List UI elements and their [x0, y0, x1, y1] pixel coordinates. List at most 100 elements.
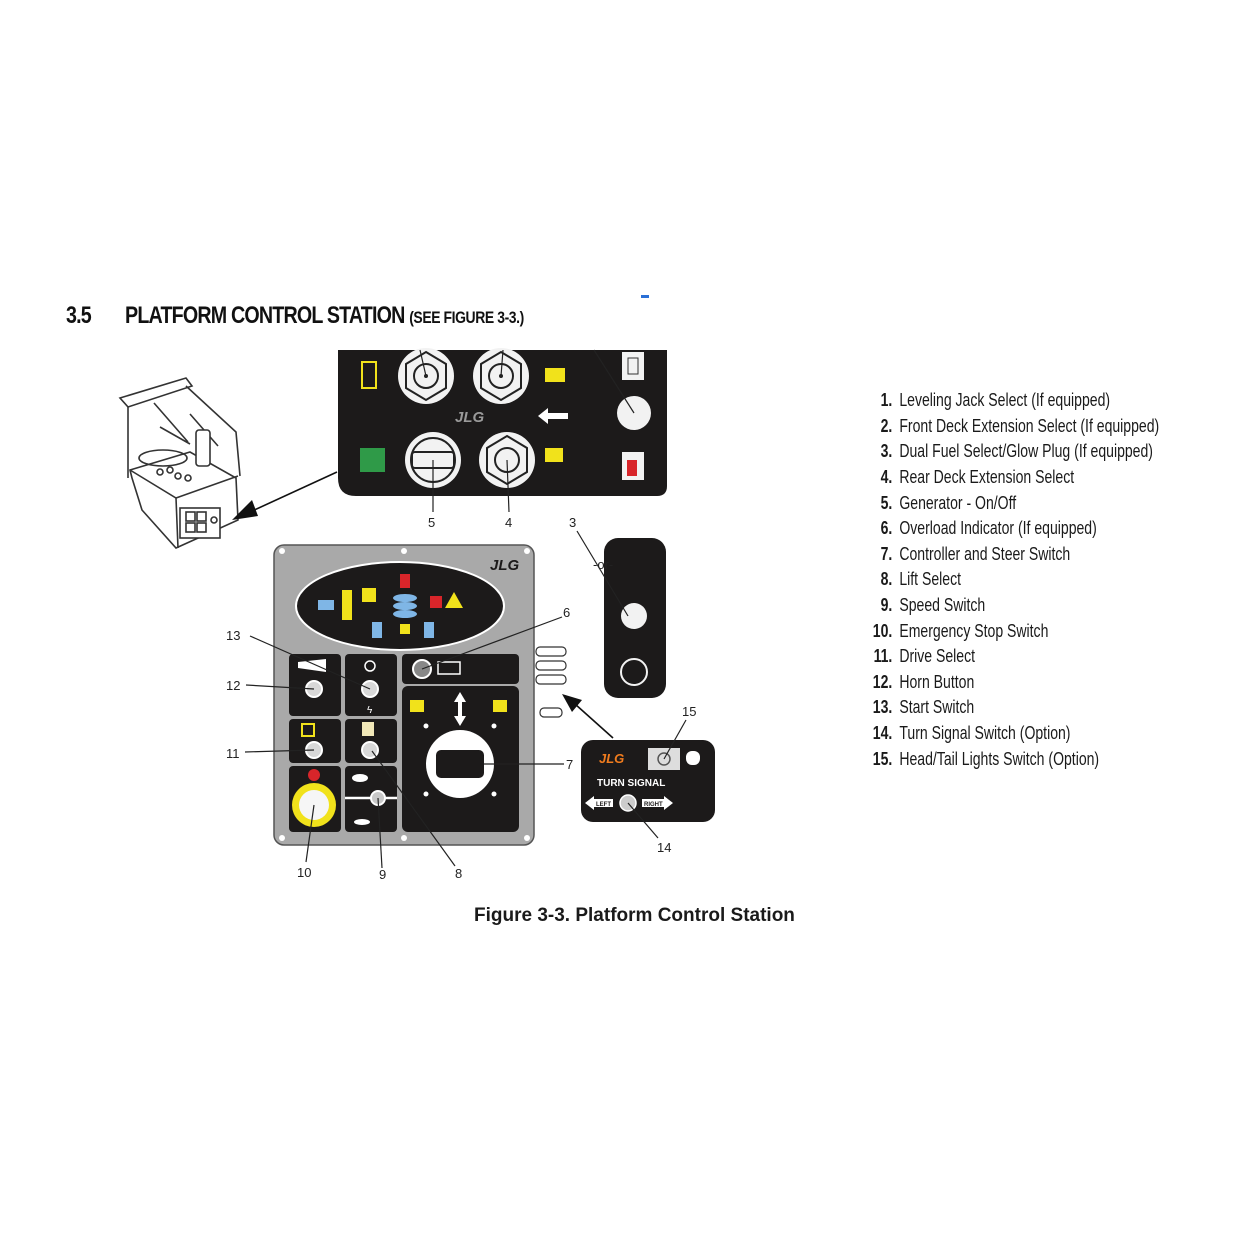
controller-cell [402, 686, 519, 832]
legend-item-number: 2. [880, 415, 893, 436]
callout-7: 7 [566, 757, 573, 772]
turtle-icon [354, 819, 370, 825]
start-switch-cell: ϟ [345, 654, 397, 716]
fuel-pump-icon [627, 460, 637, 476]
double-arrow-icon [538, 408, 568, 424]
steer-left-icon [410, 700, 424, 712]
legend-item-label: Lift Select [899, 569, 961, 590]
side-switches [535, 646, 567, 718]
legend-item-label: Rear Deck Extension Select [899, 467, 1075, 488]
legend-item-label: Controller and Steer Switch [899, 543, 1071, 564]
section-number: 3.5 [66, 302, 92, 329]
jlg-logo: JLG [455, 409, 485, 426]
horn-button-cell [289, 654, 341, 716]
callout-11: 11 [226, 746, 240, 761]
legend-item: 13. Start Switch [858, 695, 1159, 721]
lift-select-cell [345, 719, 397, 763]
legend-item: 12. Horn Button [858, 670, 1159, 696]
glow-plug-switch[interactable] [621, 603, 647, 629]
up-down-arrow-icon [454, 692, 466, 726]
left-label: LEFT [596, 802, 611, 808]
legend-item-number: 7. [880, 543, 893, 564]
callout-numbers: 3 4 5 6 7 8 9 10 11 12 13 14 15 [226, 515, 696, 882]
steer-right-icon [493, 700, 507, 712]
lift-icon [362, 722, 374, 736]
legend-item: 11. Drive Select [858, 644, 1159, 670]
legend-item: 15.Head/Tail Lights Switch (Option) [858, 746, 1159, 772]
legend-item-number: 13. [872, 697, 893, 718]
legend-item: 10. Emergency Stop Switch [858, 618, 1159, 644]
callout-4: 4 [505, 515, 512, 530]
legend-item: 5. Generator - On/Off [858, 490, 1159, 516]
platform-load-icon [437, 661, 461, 675]
legend-item: 9.Speed Switch [858, 593, 1159, 619]
legend-item-label: Dual Fuel Select/Glow Plug (If equipped) [899, 441, 1153, 462]
figure-caption: Figure 3-3. Platform Control Station [474, 905, 795, 926]
legend-item-label: Leveling Jack Select (If equipped) [899, 390, 1111, 411]
legend-item-number: 12. [872, 671, 893, 692]
callout-5: 5 [428, 515, 435, 530]
legend-item: 4. Rear Deck Extension Select [858, 465, 1159, 491]
callout-6: 6 [563, 605, 570, 620]
engine-icon [364, 660, 376, 672]
section-reference[interactable]: (SEE FIGURE 3-3.) [409, 308, 524, 327]
svg-text:ϟ: ϟ [367, 705, 373, 716]
legend-item-number: 4. [880, 467, 893, 488]
overload-indicator-cell [402, 654, 519, 684]
section-title: PLATFORM CONTROL STATION [125, 302, 405, 329]
legend-item-number: 5. [880, 492, 893, 513]
legend-item-label: Generator - On/Off [899, 492, 1017, 513]
callout-9: 9 [379, 867, 386, 882]
legend-item-label: Drive Select [899, 646, 976, 667]
rabbit-icon [352, 774, 368, 782]
generator-icon [360, 448, 385, 472]
legend-item-label: Overload Indicator (If equipped) [899, 518, 1097, 539]
glow-plug-panel: -or- [593, 538, 666, 698]
legend-item: 14. Turn Signal Switch (Option) [858, 721, 1159, 747]
leveling-jack-icon [361, 361, 377, 389]
legend-item: 8. Lift Select [858, 567, 1159, 593]
turn-signal-label: TURN SIGNAL [597, 778, 665, 789]
legend-item-number: 14. [872, 723, 893, 744]
callout-12: 12 [226, 678, 240, 693]
speed-switch-cell [345, 766, 397, 832]
stop-icon [308, 769, 320, 781]
legend-item-label: Speed Switch [899, 595, 986, 616]
legend-item: 6.Overload Indicator (If equipped) [858, 516, 1159, 542]
legend-item-label: Turn Signal Switch (Option) [899, 723, 1071, 744]
legend-item-number: 8. [880, 569, 893, 590]
main-control-panel: JLG ϟ [273, 544, 567, 846]
legend-item-number: 11. [873, 646, 893, 667]
drive-icon [301, 723, 315, 737]
legend-item: 3.Dual Fuel Select/Glow Plug (If equippe… [858, 439, 1159, 465]
dual-fuel-panel [599, 350, 667, 496]
callout-13: 13 [226, 628, 240, 643]
legend-item-label: Start Switch [899, 697, 975, 718]
jlg-logo-main: JLG [490, 557, 520, 574]
or-text: -or- [593, 557, 613, 572]
link-marker[interactable] [641, 295, 649, 298]
legend-item: 7. Controller and Steer Switch [858, 542, 1159, 568]
glow-plug-icon [620, 658, 648, 686]
callout-15: 15 [682, 704, 696, 719]
front-deck-icon [545, 368, 565, 382]
turn-signal-panel: JLG TURN SIGNAL LEFT RIGHT [562, 694, 715, 822]
callout-14: 14 [657, 840, 671, 855]
legend-item: 2.Front Deck Extension Select (If equipp… [858, 414, 1160, 440]
right-label: RIGHT [644, 802, 663, 808]
legend-item-number: 1. [880, 390, 893, 411]
headlight-icon [686, 751, 700, 765]
legend-item-number: 10. [872, 620, 893, 641]
legend-item-number: 15. [872, 748, 893, 769]
indicator-icons [318, 574, 463, 638]
controller-joystick[interactable] [436, 750, 484, 778]
rear-deck-icon [545, 448, 563, 462]
legend-item: 1. Leveling Jack Select (If equipped) [858, 388, 1159, 414]
legend-item-label: Emergency Stop Switch [899, 620, 1049, 641]
legend-item-label: Horn Button [899, 671, 975, 692]
section-heading: 3.5 PLATFORM CONTROL STATION (SEE FIGURE … [66, 302, 524, 330]
callout-8: 8 [455, 866, 462, 881]
jlg-logo-turn-signal: JLG [599, 751, 624, 766]
overload-warning-icon [430, 596, 442, 608]
horn-icon [298, 659, 326, 672]
